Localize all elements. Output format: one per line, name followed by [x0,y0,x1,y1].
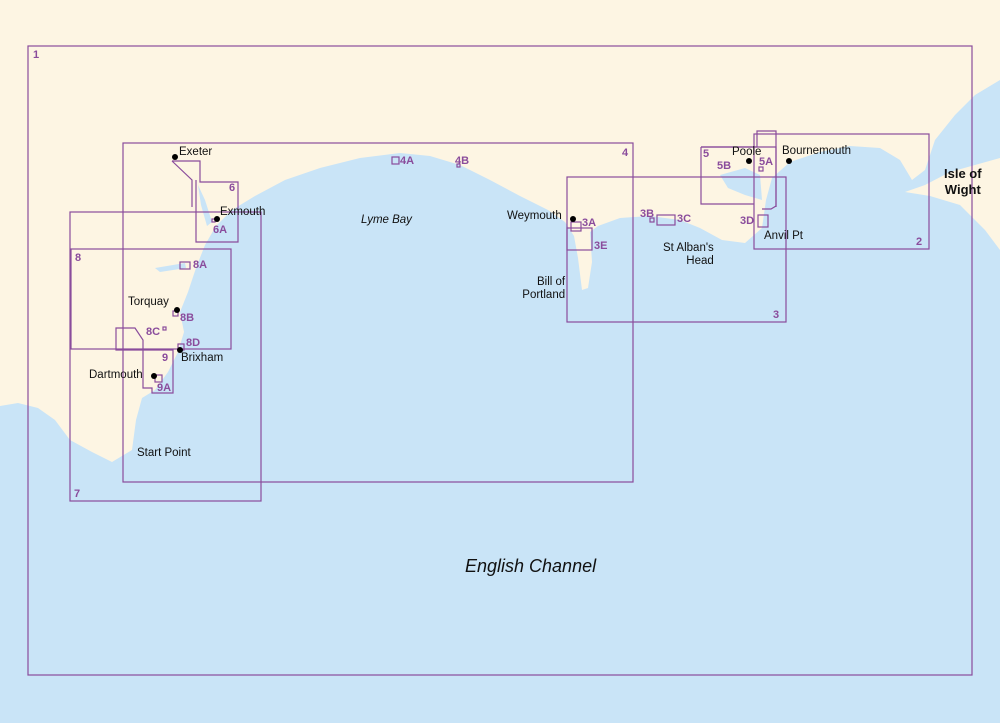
lyme-bay-label: Lyme Bay [361,214,412,226]
chart-4-number[interactable]: 4 [622,147,629,159]
chart-3e-number[interactable]: 3E [594,240,608,252]
bill-of-portland-line2: Portland [522,289,566,301]
isle-of-wight-line1: Isle of [944,166,982,181]
torquay-label: Torquay [128,296,169,308]
chart-3-number[interactable]: 3 [773,309,780,321]
chart-2-number[interactable]: 2 [916,236,923,248]
bournemouth-marker [786,158,792,164]
chart-6a-number[interactable]: 6A [213,224,228,236]
start-point-label: Start Point [137,447,191,459]
chart-8-number[interactable]: 8 [75,252,82,264]
chart-5b-number[interactable]: 5B [717,160,732,172]
chart-8c-number[interactable]: 8C [146,326,161,338]
torquay-marker [174,307,180,313]
english-channel-label: English Channel [465,556,597,576]
chart-3b-number[interactable]: 3B [640,208,655,220]
chart-8d-number[interactable]: 8D [186,337,201,349]
bill-of-portland-line1: Bill of [537,276,566,288]
dartmouth-label: Dartmouth [89,369,143,381]
poole-label: Poole [732,146,762,158]
chart-4a-number[interactable]: 4A [400,155,415,167]
exeter-marker [172,154,178,160]
chart-9a-number[interactable]: 9A [157,382,172,394]
bournemouth-label: Bournemouth [782,145,852,157]
weymouth-label: Weymouth [507,210,562,222]
weymouth-marker [570,216,576,222]
poole-marker [746,158,752,164]
dartmouth-marker [151,373,157,379]
brixham-marker [177,347,183,353]
exmouth-label: Exmouth [220,206,266,218]
chart-9-number[interactable]: 9 [162,352,169,364]
exe-estuary [198,185,212,226]
poole-harbour [720,168,762,200]
teign-estuary [155,263,186,272]
exeter-label: Exeter [179,146,213,158]
st-albans-line1: St Alban's [663,242,714,254]
chart-6-number[interactable]: 6 [229,182,236,194]
chart-3d-number[interactable]: 3D [740,215,755,227]
chart-5a-number[interactable]: 5A [759,156,774,168]
chart-3c-number[interactable]: 3C [677,213,692,225]
chart-1-number[interactable]: 1 [33,49,40,61]
chart-4b-number[interactable]: 4B [455,155,470,167]
st-albans-line2: Head [686,255,714,267]
chart-5-number[interactable]: 5 [703,148,710,160]
chart-boundaries [27,45,973,676]
exmouth-marker [214,216,220,222]
chart-8a-number[interactable]: 8A [193,259,208,271]
anvil-pt-label: Anvil Pt [764,230,803,242]
isle-of-wight [905,158,1000,250]
chart-3a-number[interactable]: 3A [582,217,597,229]
chart-7-number[interactable]: 7 [74,488,81,500]
isle-of-wight-line2: Wight [944,182,981,197]
chart-8b-number[interactable]: 8B [180,312,195,324]
mainland [0,0,1000,462]
brixham-label: Brixham [181,352,224,364]
